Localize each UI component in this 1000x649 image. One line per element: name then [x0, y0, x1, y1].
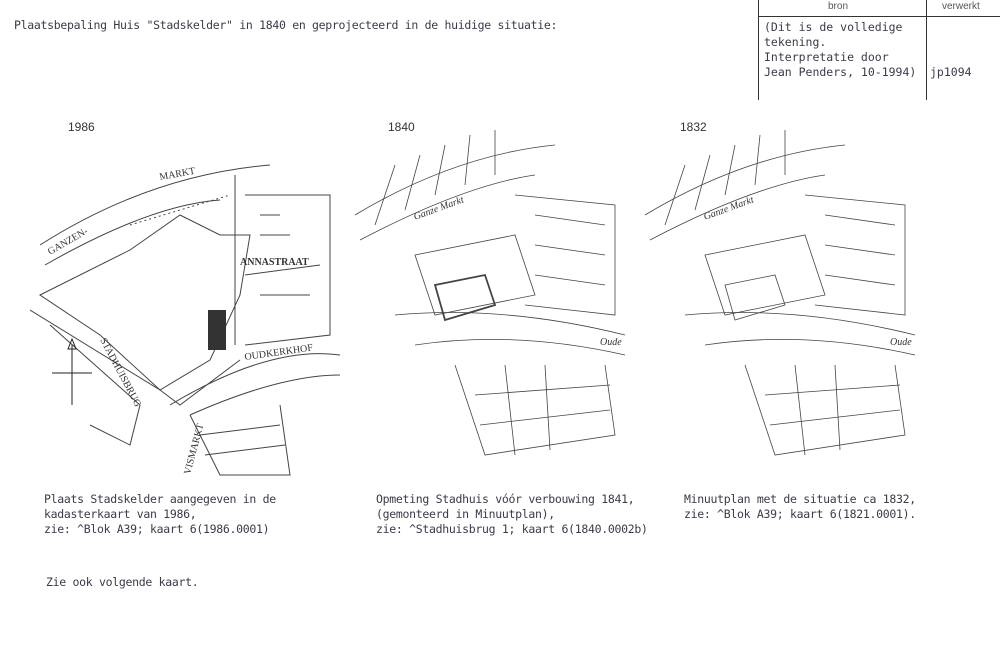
source-box: bron verwerkt (Dit is de volledige teken…: [758, 0, 1000, 100]
street-ganze-markt-1832: Ganze Markt: [702, 194, 755, 222]
caption-1986: Plaats Stadskelder aangegeven in de kada…: [44, 492, 276, 536]
cadastral-map-1986: MARKT GANZEN- ANNASTRAAT OUDKERKHOF STAD…: [30, 164, 341, 476]
street-markt: MARKT: [159, 166, 196, 183]
header-verwerkt: verwerkt: [942, 1, 980, 12]
footer-note: Zie ook volgende kaart.: [46, 575, 199, 589]
street-ganze-markt-1840: Ganze Markt: [412, 194, 465, 222]
verwerkt-value: jp1094: [930, 65, 972, 79]
page-title: Plaatsbepaling Huis "Stadskelder" in 184…: [14, 18, 558, 32]
street-oude-1832: Oude: [890, 337, 912, 348]
map-year-1840: 1840: [388, 120, 415, 134]
street-oudkerkhof: OUDKERKHOF: [244, 342, 314, 363]
header-bron: bron: [828, 1, 849, 12]
street-annastraat: ANNASTRAAT: [240, 257, 309, 268]
street-vismarkt: VISMARKT: [182, 422, 206, 475]
street-oude-1840: Oude: [600, 337, 622, 348]
minuutplan-map-1832: Ganze Markt Oude: [644, 130, 916, 456]
map-year-1832: 1832: [680, 120, 707, 134]
survey-map-1840: Ganze Markt Oude: [354, 130, 626, 456]
caption-1840: Opmeting Stadhuis vóór verbouwing 1841, …: [376, 492, 648, 536]
map-year-1986: 1986: [68, 120, 95, 134]
caption-1832: Minuutplan met de situatie ca 1832, zie:…: [684, 492, 916, 521]
bron-text: (Dit is de volledige tekening. Interpret…: [764, 20, 917, 79]
